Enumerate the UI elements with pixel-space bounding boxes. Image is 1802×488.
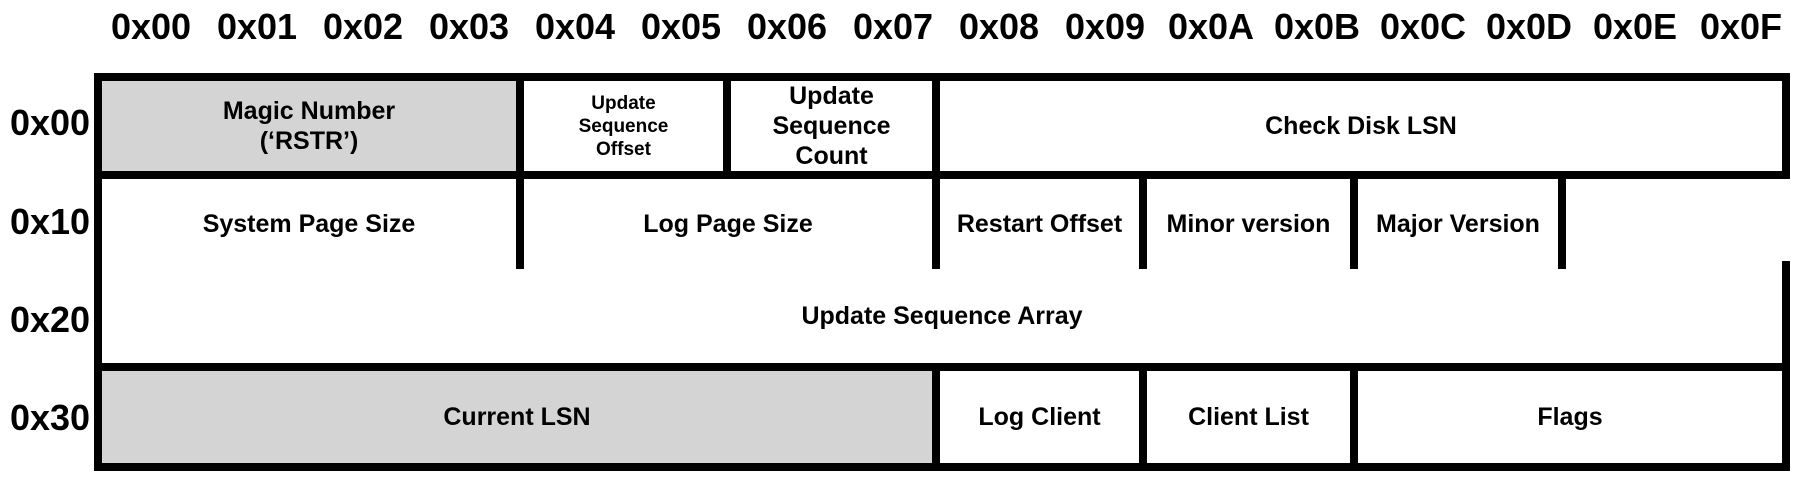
field-log-client: Log Client [940,371,1139,463]
field-label: Update Sequence Count [772,82,891,170]
field-current-lsn: Current LSN [102,371,932,463]
column-header-0x04: 0x04 [534,6,616,47]
column-header-0x0F: 0x0F [1699,6,1783,47]
field-update-sequence-offset: Update Sequence Offset [524,81,723,171]
column-header-0x0D: 0x0D [1485,6,1573,47]
field-label: Log Page Size [643,210,813,238]
column-header-0x07: 0x07 [852,6,934,47]
column-header-0x05: 0x05 [640,6,722,47]
field-label: Log Client [978,403,1101,431]
column-header-0x0A: 0x0A [1167,6,1255,47]
field-flags: Flags [1358,371,1782,463]
unused-area-right [1566,261,1782,269]
column-header-0x00: 0x00 [110,6,192,47]
field-minor-version: Minor version [1147,179,1350,269]
field-label: Minor version [1166,210,1331,238]
field-update-sequence-count: Update Sequence Count [731,81,932,171]
field-system-page-size: System Page Size [102,179,516,269]
field-label: Client List [1188,403,1309,431]
field-client-list: Client List [1147,371,1350,463]
column-header-0x06: 0x06 [746,6,828,47]
field-label: Magic Number (‘RSTR’) [222,97,396,155]
field-label: Check Disk LSN [1265,112,1457,140]
column-header-0x09: 0x09 [1064,6,1146,47]
row-label-0x00: 0x00 [9,102,91,143]
field-check-disk-lsn: Check Disk LSN [940,81,1782,171]
field-label: Flags [1537,403,1603,431]
column-header-0x02: 0x02 [322,6,404,47]
field-label: Current LSN [443,403,591,431]
field-label: Restart Offset [956,210,1123,238]
field-label: Major Version [1376,210,1540,238]
field-label: System Page Size [202,210,416,238]
field-label: Update Sequence Array [801,302,1083,330]
row-label-0x30: 0x30 [9,397,91,438]
column-header-0x01: 0x01 [216,6,298,47]
field-magic-number: Magic Number (‘RSTR’) [102,81,516,171]
restart-page-header-diagram: Magic Number (‘RSTR’) Update Sequence Of… [94,73,1790,471]
column-header-0x08: 0x08 [958,6,1040,47]
column-header-0x0E: 0x0E [1592,6,1678,47]
unused-area [1566,179,1790,261]
field-update-sequence-array: Update Sequence Array [102,269,1782,363]
field-major-version: Major Version [1358,179,1558,269]
field-log-page-size: Log Page Size [524,179,932,269]
column-header-0x0C: 0x0C [1379,6,1467,47]
column-header-0x03: 0x03 [428,6,510,47]
field-label: Update Sequence Offset [578,92,669,160]
row-label-0x20: 0x20 [9,299,91,340]
row-label-0x10: 0x10 [9,201,91,242]
field-restart-offset: Restart Offset [940,179,1139,269]
column-header-0x0B: 0x0B [1273,6,1361,47]
